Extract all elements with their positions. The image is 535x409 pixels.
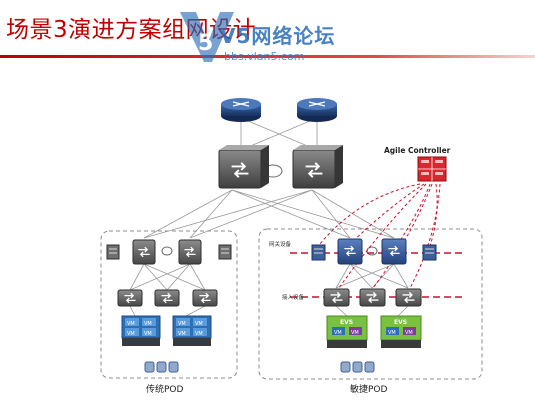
firewall-icon xyxy=(106,244,120,260)
aggregation-switch-icon xyxy=(178,239,202,265)
access-switch-icon xyxy=(154,289,180,307)
vm-label: VM xyxy=(178,321,186,327)
vm-label: VM xyxy=(334,330,342,336)
storage-icon xyxy=(340,361,375,373)
agile-pod-label: 敏捷POD xyxy=(350,383,388,395)
server-icon: EVS VM VM xyxy=(380,315,422,348)
server-icon: VM VM VM VM xyxy=(121,315,161,346)
aggregation-switch-icon xyxy=(337,238,363,265)
vm-label: VM xyxy=(127,321,135,327)
vm-label: VM xyxy=(127,331,135,337)
access-switch-icon xyxy=(359,288,386,307)
agile-pod-boundary xyxy=(258,228,483,380)
aggregation-switch-icon xyxy=(381,238,407,265)
access-switch-icon xyxy=(192,289,218,307)
core-switch-icon xyxy=(218,145,269,189)
v5-logo-icon: 5 xyxy=(180,12,234,62)
evs-label: EVS xyxy=(340,319,353,326)
server-icon: EVS VM VM xyxy=(326,315,368,348)
controller-label: Agile Controller xyxy=(384,146,451,155)
vm-label: VM xyxy=(195,331,203,337)
connection-lines xyxy=(129,117,409,317)
server-icon: VM VM VM VM xyxy=(172,315,212,346)
vm-label: VM xyxy=(195,321,203,327)
gateway-overlay-label: 网关设备 xyxy=(269,240,292,248)
vm-label: VM xyxy=(178,331,186,337)
controller-icon xyxy=(417,156,447,182)
vm-label: VM xyxy=(144,321,152,327)
traditional-pod-label: 传统POD xyxy=(146,383,184,395)
watermark-brand: V5网络论坛 xyxy=(220,24,336,48)
svg-text:5: 5 xyxy=(198,31,213,56)
access-switch-icon xyxy=(117,289,143,307)
watermark-url: bbs.vlan5.com xyxy=(224,50,305,63)
firewall-icon xyxy=(422,244,437,261)
router-icon xyxy=(221,98,261,122)
aggregation-switch-icon xyxy=(132,239,156,265)
access-switch-icon xyxy=(395,288,422,307)
vm-label: VM xyxy=(388,330,396,336)
storage-icon xyxy=(144,361,179,373)
vm-label: VM xyxy=(351,330,359,336)
router-icon xyxy=(297,98,337,122)
firewall-icon xyxy=(218,244,232,260)
evs-label: EVS xyxy=(394,319,407,326)
traditional-agg-stack-link xyxy=(161,246,173,256)
access-overlay-label: 接入设备 xyxy=(282,293,305,301)
controller-links xyxy=(319,183,441,293)
vm-label: VM xyxy=(144,331,152,337)
access-switch-icon xyxy=(323,288,350,307)
title-divider xyxy=(0,55,535,58)
vm-label: VM xyxy=(405,330,413,336)
firewall-icon xyxy=(311,244,326,261)
core-switch-icon xyxy=(292,145,343,189)
